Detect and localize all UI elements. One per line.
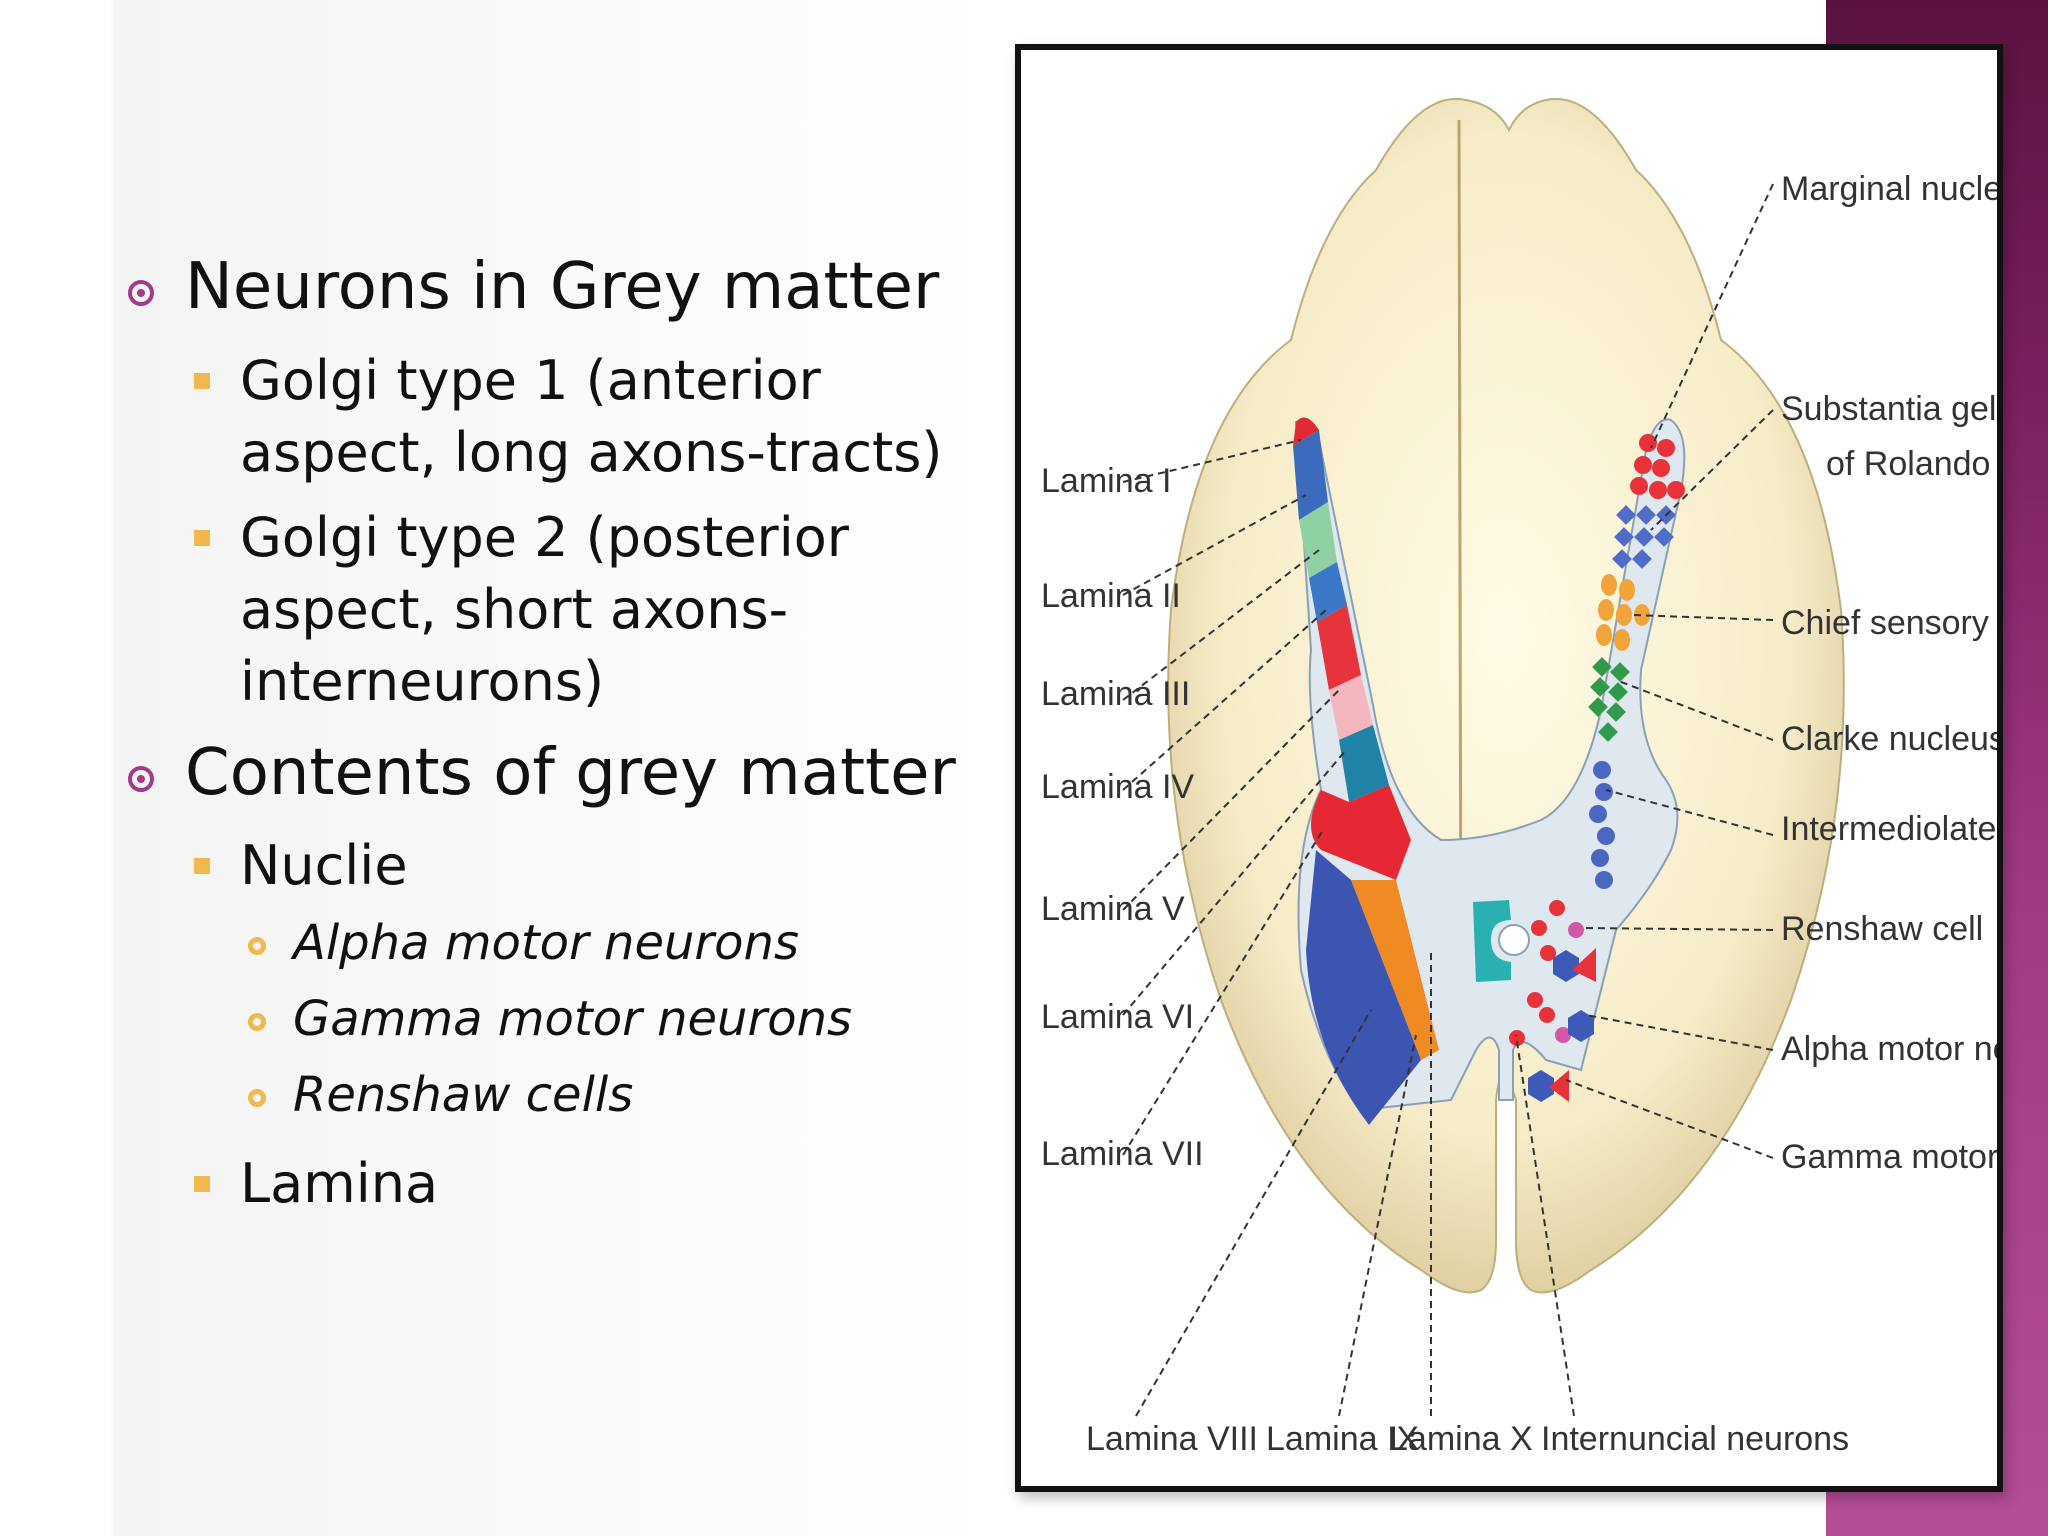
spinal-cord-diagram-frame: Lamina I Lamina II Lamina III Lamina IV … <box>1015 44 2003 1492</box>
square-bullet-icon <box>194 373 210 389</box>
label-lamina-vi: Lamina VI <box>1041 998 1194 1036</box>
ring-bullet-icon <box>248 1089 266 1107</box>
square-bullet-icon <box>194 530 210 546</box>
label-lamina-viii: Lamina VIII <box>1086 1420 1258 1458</box>
label-lamina-iii: Lamina III <box>1041 675 1190 713</box>
ring-bullet-icon <box>248 1013 266 1031</box>
label-marginal-nucleus: Marginal nucleus <box>1781 170 1997 208</box>
label-lamina-vii: Lamina VII <box>1041 1135 1204 1173</box>
label-of-rolando: of Rolando <box>1826 445 1990 483</box>
label-substantia-gelatinosa: Substantia gelatinosa <box>1781 390 1997 428</box>
label-clarke-nucleus: Clarke nucleus <box>1781 720 1997 758</box>
label-lamina-ii: Lamina II <box>1041 577 1181 615</box>
label-lamina-i: Lamina I <box>1041 462 1171 500</box>
square-bullet-icon <box>194 858 210 874</box>
label-lamina-iv: Lamina IV <box>1041 768 1194 806</box>
circle-bullet-icon <box>128 280 154 306</box>
label-renshaw-cell: Renshaw cell <box>1781 910 1983 948</box>
label-gamma-motor-neuron: Gamma motor neuron <box>1781 1138 1997 1176</box>
label-alpha-motor-neuron: Alpha motor neuron <box>1781 1030 1997 1068</box>
square-bullet-icon <box>194 1176 210 1192</box>
label-lamina-v: Lamina V <box>1041 890 1185 928</box>
central-canal <box>1499 925 1529 955</box>
circle-bullet-icon <box>128 766 154 792</box>
label-chief-sensory-nucleus: Chief sensory nucleus <box>1781 604 1997 642</box>
label-internuncial-neurons: Internuncial neurons <box>1541 1420 1849 1458</box>
label-intermediolateral-nucleus: Intermediolateral nucleus <box>1781 810 1997 848</box>
white-matter-shape <box>1168 99 1844 1293</box>
ring-bullet-icon <box>248 937 266 955</box>
spinal-cord-diagram: Lamina I Lamina II Lamina III Lamina IV … <box>1021 50 1997 1486</box>
label-lamina-x: Lamina X <box>1389 1420 1533 1458</box>
